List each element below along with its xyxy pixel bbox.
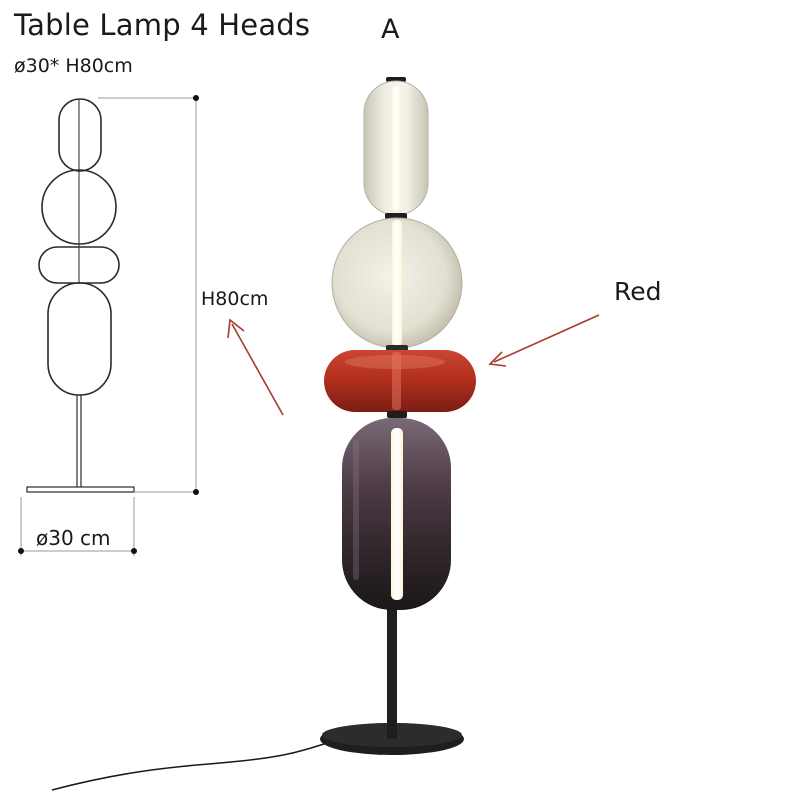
power-cable [51, 741, 331, 791]
product-dimensions: ø30* H80cm [14, 55, 133, 77]
shade-top-clear [363, 80, 429, 216]
shade-red-disc [324, 350, 476, 412]
diagram-shade-1 [58, 98, 102, 172]
height-arrow [231, 323, 284, 416]
diameter-label: ø30 cm [36, 526, 111, 550]
product-title: Table Lamp 4 Heads [14, 8, 311, 42]
height-label: H80cm [201, 288, 269, 310]
color-label: Red [614, 277, 662, 306]
diagram-base [26, 486, 135, 493]
color-arrow [493, 314, 600, 363]
lamp-stem [387, 605, 397, 739]
variant-label: A [381, 14, 400, 45]
shade-smoke-oval [342, 418, 451, 610]
shade-round-clear [331, 217, 463, 349]
